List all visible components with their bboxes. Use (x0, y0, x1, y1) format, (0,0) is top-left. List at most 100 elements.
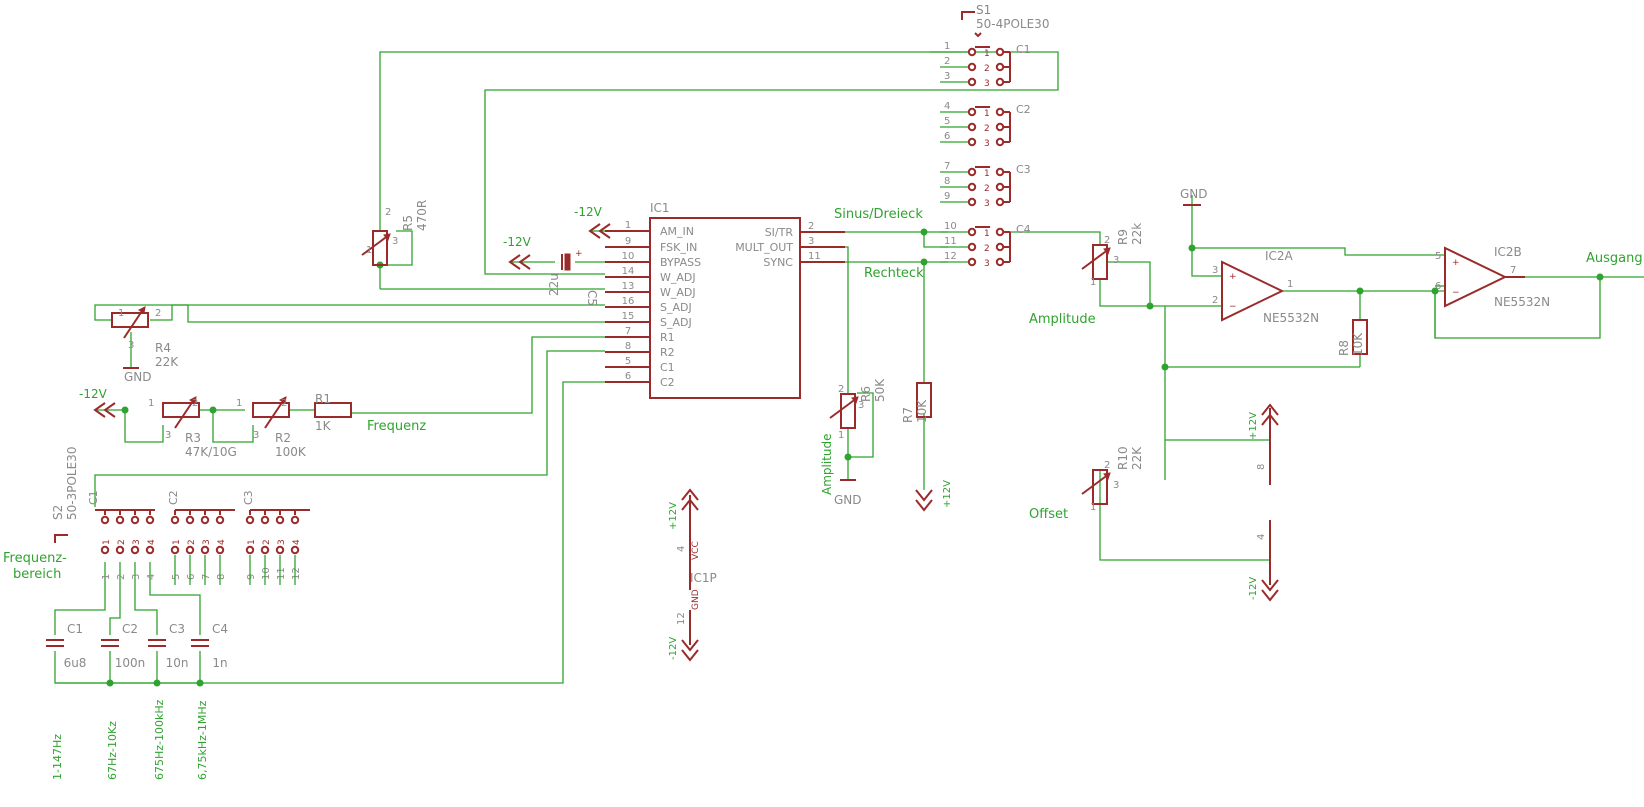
s1-value: 50-4POLE30 (976, 17, 1049, 31)
s2-pad (170, 545, 180, 555)
s2-pad (130, 515, 140, 525)
ic1-pin-label: FSK_IN (660, 241, 697, 254)
svg-text:2: 2 (1104, 235, 1110, 246)
s2-contact: 2 (117, 539, 127, 545)
svg-text:2: 2 (385, 207, 391, 218)
cap-range: 67Hz-10Kz (106, 721, 119, 780)
ic2a-pin2: 2 (1212, 295, 1218, 306)
ic2-pos: +12V (1248, 412, 1259, 440)
svg-text:2: 2 (1104, 460, 1110, 471)
ic2a-value: NE5532N (1263, 311, 1319, 325)
s2-pad (130, 545, 140, 555)
s2-pad (245, 545, 255, 555)
r6-name: R6 (859, 386, 873, 402)
cap-range: 675Hz-100kHz (153, 699, 166, 780)
s1-pin: 4 (944, 101, 950, 112)
s2-pad (185, 545, 195, 555)
ic2-neg: -12V (1248, 577, 1259, 600)
svg-text:1: 1 (1090, 277, 1096, 288)
c5-value: 22u (547, 273, 561, 296)
ic1-pin-number: 15 (622, 311, 635, 322)
s2-pin: 12 (291, 567, 302, 580)
ic1-pin-number: 5 (625, 356, 631, 367)
svg-text:3: 3 (1113, 255, 1119, 266)
s2-pad (275, 545, 285, 555)
s2-value: 50-3POLE30 (65, 447, 79, 520)
r10-name: R10 (1116, 446, 1130, 470)
ic2a-plus: + (1229, 272, 1237, 282)
s2-pad (100, 515, 110, 525)
s1-pad (995, 47, 1005, 57)
ic1-pin-number: 10 (622, 251, 635, 262)
cap-value: 100n (115, 656, 146, 670)
ic2b-plus: + (1452, 258, 1460, 268)
r4-name: R4 (155, 341, 171, 355)
gnd-ic2: GND (1180, 187, 1208, 201)
ic2b-pin7: 7 (1510, 265, 1516, 276)
s1-bank-name: C2 (1016, 103, 1031, 116)
ic2-power: +12V -12V 8 4 (1248, 403, 1279, 602)
cap-name: C4 (212, 622, 228, 636)
ic1-pin-label: C2 (660, 376, 675, 389)
s1-pad (967, 122, 977, 132)
s2-pad (145, 515, 155, 525)
s2-contact: 4 (217, 539, 227, 545)
s2-pad (185, 515, 195, 525)
s2-contact: 3 (277, 539, 287, 545)
s2-pad (200, 545, 210, 555)
s2-pad (100, 545, 110, 555)
ic1-name: IC1 (650, 201, 670, 215)
cap-name: C3 (169, 622, 185, 636)
ic2b-pin5: 5 (1435, 251, 1441, 262)
svg-text:1: 1 (838, 430, 844, 441)
s1-pad (967, 197, 977, 207)
s2-contact: 2 (187, 539, 197, 545)
ic1p-vcc: VCC (691, 541, 701, 560)
r5-value: 470R (415, 200, 429, 231)
r5-name: R5 (401, 215, 415, 231)
s1-pin: 2 (944, 56, 950, 67)
ic2a-name: IC2A (1265, 249, 1294, 263)
svg-text:3: 3 (392, 236, 398, 247)
s1-contact: 2 (984, 64, 990, 74)
s2-bank-name: C2 (167, 490, 180, 505)
s2-pin: 6 (186, 574, 197, 580)
svg-text:2: 2 (192, 398, 198, 409)
s1-pad (995, 137, 1005, 147)
s2-contact: 3 (132, 539, 142, 545)
ic1p-pin12: 12 (676, 612, 687, 625)
s1-pad (967, 107, 977, 117)
ic2a-pin1: 1 (1287, 279, 1293, 290)
ic1-pin-label: SYNC (763, 256, 793, 269)
s1-pin: 1 (944, 41, 950, 52)
s1-contact: 3 (984, 199, 990, 209)
net-frequenz: Frequenz (367, 419, 426, 434)
s1-contact: 2 (984, 124, 990, 134)
s1-contact: 1 (984, 49, 990, 59)
s1-name: S1 (976, 3, 991, 17)
net-sinus: Sinus/Dreieck (834, 207, 923, 222)
s1-pad (967, 257, 977, 267)
s2-pin: 2 (116, 574, 127, 580)
s1-pad (967, 227, 977, 237)
s2-pad (275, 515, 285, 525)
svg-text:1: 1 (366, 245, 372, 256)
s2-pad (260, 515, 270, 525)
ic2-pin8: 8 (1256, 464, 1267, 470)
neg12-c: -12V (79, 387, 108, 401)
svg-text:+: + (575, 249, 583, 259)
svg-text:3: 3 (128, 340, 134, 351)
svg-text:3: 3 (858, 400, 864, 411)
s1-pad (995, 62, 1005, 72)
